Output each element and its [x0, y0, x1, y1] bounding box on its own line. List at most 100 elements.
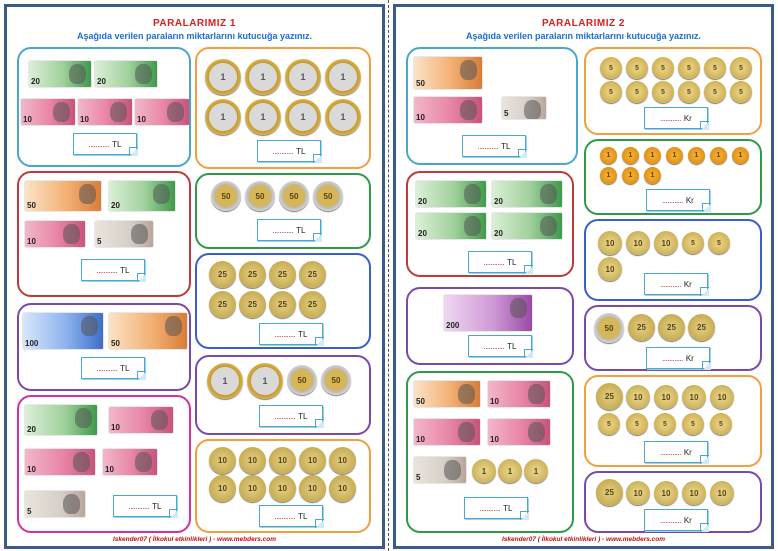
answer-field[interactable]: ............TL: [73, 133, 138, 156]
banknote-20: 20: [109, 181, 175, 211]
coin-25-kurus: 25: [239, 291, 266, 318]
coin-10-kurus: 10: [682, 481, 706, 505]
coin-1-kurus: 1: [622, 147, 639, 164]
coin-5-kurus: 5: [710, 413, 732, 435]
banknote-10: 10: [135, 99, 189, 125]
coin-10-kurus: 10: [654, 481, 678, 505]
coin-10-kurus: 10: [598, 257, 622, 281]
banknote-10: 10: [414, 97, 482, 123]
coin-5-kurus: 5: [678, 57, 700, 79]
answer-field[interactable]: ............TL: [464, 497, 529, 520]
banknote-10: 10: [21, 99, 75, 125]
coin-10-kurus: 10: [654, 385, 678, 409]
coin-50-kurus: 50: [279, 181, 309, 211]
coin-1-lira: 1: [285, 99, 321, 135]
banknote-20: 20: [492, 213, 562, 239]
answer-field[interactable]: ............Kr: [646, 189, 711, 212]
coin-5-kurus: 5: [704, 81, 726, 103]
page-title: PARALARIMIZ 1: [153, 18, 236, 29]
banknote-50: 50: [414, 381, 480, 407]
coin-10-kurus: 10: [299, 475, 326, 502]
answer-field[interactable]: ............TL: [257, 219, 322, 242]
exercise-box-8: 20 10 10 10 5 ............TL: [17, 395, 191, 533]
answer-field[interactable]: ............TL: [259, 405, 324, 428]
coin-1-kurus: 1: [622, 167, 639, 184]
coin-10-kurus: 10: [329, 447, 356, 474]
coin-1-lira: 1: [524, 459, 548, 483]
page-title: PARALARIMIZ 2: [542, 18, 625, 29]
coin-10-kurus: 10: [209, 447, 236, 474]
coin-5-kurus: 5: [600, 57, 622, 79]
coin-25-kurus: 25: [658, 314, 685, 341]
banknote-10: 10: [25, 221, 85, 247]
coin-10-kurus: 10: [710, 385, 734, 409]
page-footer: Iskender07 ( İlkokul etkinlikleri ) - ww…: [501, 536, 666, 543]
coin-10-kurus: 10: [682, 385, 706, 409]
coin-5-kurus: 5: [708, 232, 730, 254]
exercise-box-2: 1 1 1 1 1 1 1 1 ............TL: [195, 47, 371, 169]
exercise-box-5: 200 ............TL: [406, 287, 574, 365]
banknote-10: 10: [488, 419, 550, 445]
exercise-box-7: 1 1 50 50 ............TL: [195, 355, 371, 435]
exercise-box-5: 25 25 25 25 25 25 25 25 ............TL: [195, 253, 371, 349]
banknote-10: 10: [109, 407, 173, 433]
answer-field[interactable]: ............Kr: [646, 347, 711, 370]
coin-1-kurus: 1: [732, 147, 749, 164]
banknote-200: 200: [444, 295, 532, 331]
coin-1-lira: 1: [205, 59, 241, 95]
answer-field[interactable]: ............Kr: [644, 441, 709, 464]
exercise-box-1: 20 20 10 10 10 ............TL: [17, 47, 191, 167]
exercise-box-9: 25 10 10 10 10 5 5 5 5 5 ............Kr: [584, 375, 762, 467]
banknote-20: 20: [29, 61, 91, 87]
banknote-20: 20: [416, 213, 486, 239]
exercise-box-10: 25 10 10 10 10 ............Kr: [584, 471, 762, 533]
exercise-box-4: 1 1 1 1 1 1 1 1 1 1 ............Kr: [584, 139, 762, 215]
answer-field[interactable]: ............TL: [81, 259, 146, 282]
answer-field[interactable]: ............TL: [462, 135, 527, 158]
coin-10-kurus: 10: [598, 231, 622, 255]
coin-10-kurus: 10: [239, 447, 266, 474]
worksheet-page-2: PARALARIMIZ 2 Aşağıda verilen paraların …: [393, 4, 774, 549]
coin-50-kurus: 50: [245, 181, 275, 211]
answer-field[interactable]: ............TL: [259, 323, 324, 346]
exercise-box-6: 10 10 10 5 5 10 ............Kr: [584, 219, 762, 301]
coin-5-kurus: 5: [678, 81, 700, 103]
coin-1-lira: 1: [472, 459, 496, 483]
banknote-20: 20: [95, 61, 157, 87]
answer-field[interactable]: ............TL: [468, 335, 533, 358]
coin-10-kurus: 10: [209, 475, 236, 502]
coin-25-kurus: 25: [628, 314, 655, 341]
exercise-box-4: 50 50 50 50 ............TL: [195, 173, 371, 249]
answer-field[interactable]: ............TL: [81, 357, 146, 380]
coin-1-lira: 1: [245, 99, 281, 135]
coin-10-kurus: 10: [654, 231, 678, 255]
coin-50-kurus: 50: [321, 365, 351, 395]
coin-5-kurus: 5: [704, 57, 726, 79]
answer-field[interactable]: ............TL: [259, 505, 324, 528]
banknote-20: 20: [416, 181, 486, 207]
answer-field[interactable]: ............Kr: [644, 107, 709, 130]
answer-field[interactable]: ............Kr: [644, 509, 709, 532]
coin-50-kurus: 50: [287, 365, 317, 395]
coin-1-lira: 1: [498, 459, 522, 483]
exercise-box-8: 50 10 10 10 5 1 1 1 ............TL: [406, 371, 574, 533]
coin-5-kurus: 5: [730, 57, 752, 79]
exercise-box-7: 50 25 25 25 ............Kr: [584, 305, 762, 371]
answer-field[interactable]: ............TL: [113, 495, 178, 518]
coin-1-kurus: 1: [710, 147, 727, 164]
banknote-100: 100: [23, 313, 103, 349]
coin-25-kurus: 25: [596, 479, 623, 506]
banknote-5: 5: [95, 221, 153, 247]
coin-50-kurus: 50: [594, 313, 624, 343]
answer-field[interactable]: ............Kr: [644, 273, 709, 296]
worksheet-page-1: PARALARIMIZ 1 Aşağıda verilen paraların …: [4, 4, 385, 549]
banknote-20: 20: [25, 405, 97, 435]
answer-field[interactable]: ............TL: [468, 251, 533, 274]
answer-field[interactable]: ............TL: [257, 140, 322, 163]
coin-5-kurus: 5: [652, 81, 674, 103]
exercise-box-6: 100 50 ............TL: [17, 303, 191, 391]
coin-5-kurus: 5: [652, 57, 674, 79]
coin-1-lira: 1: [245, 59, 281, 95]
banknote-20: 20: [492, 181, 562, 207]
coin-10-kurus: 10: [626, 385, 650, 409]
